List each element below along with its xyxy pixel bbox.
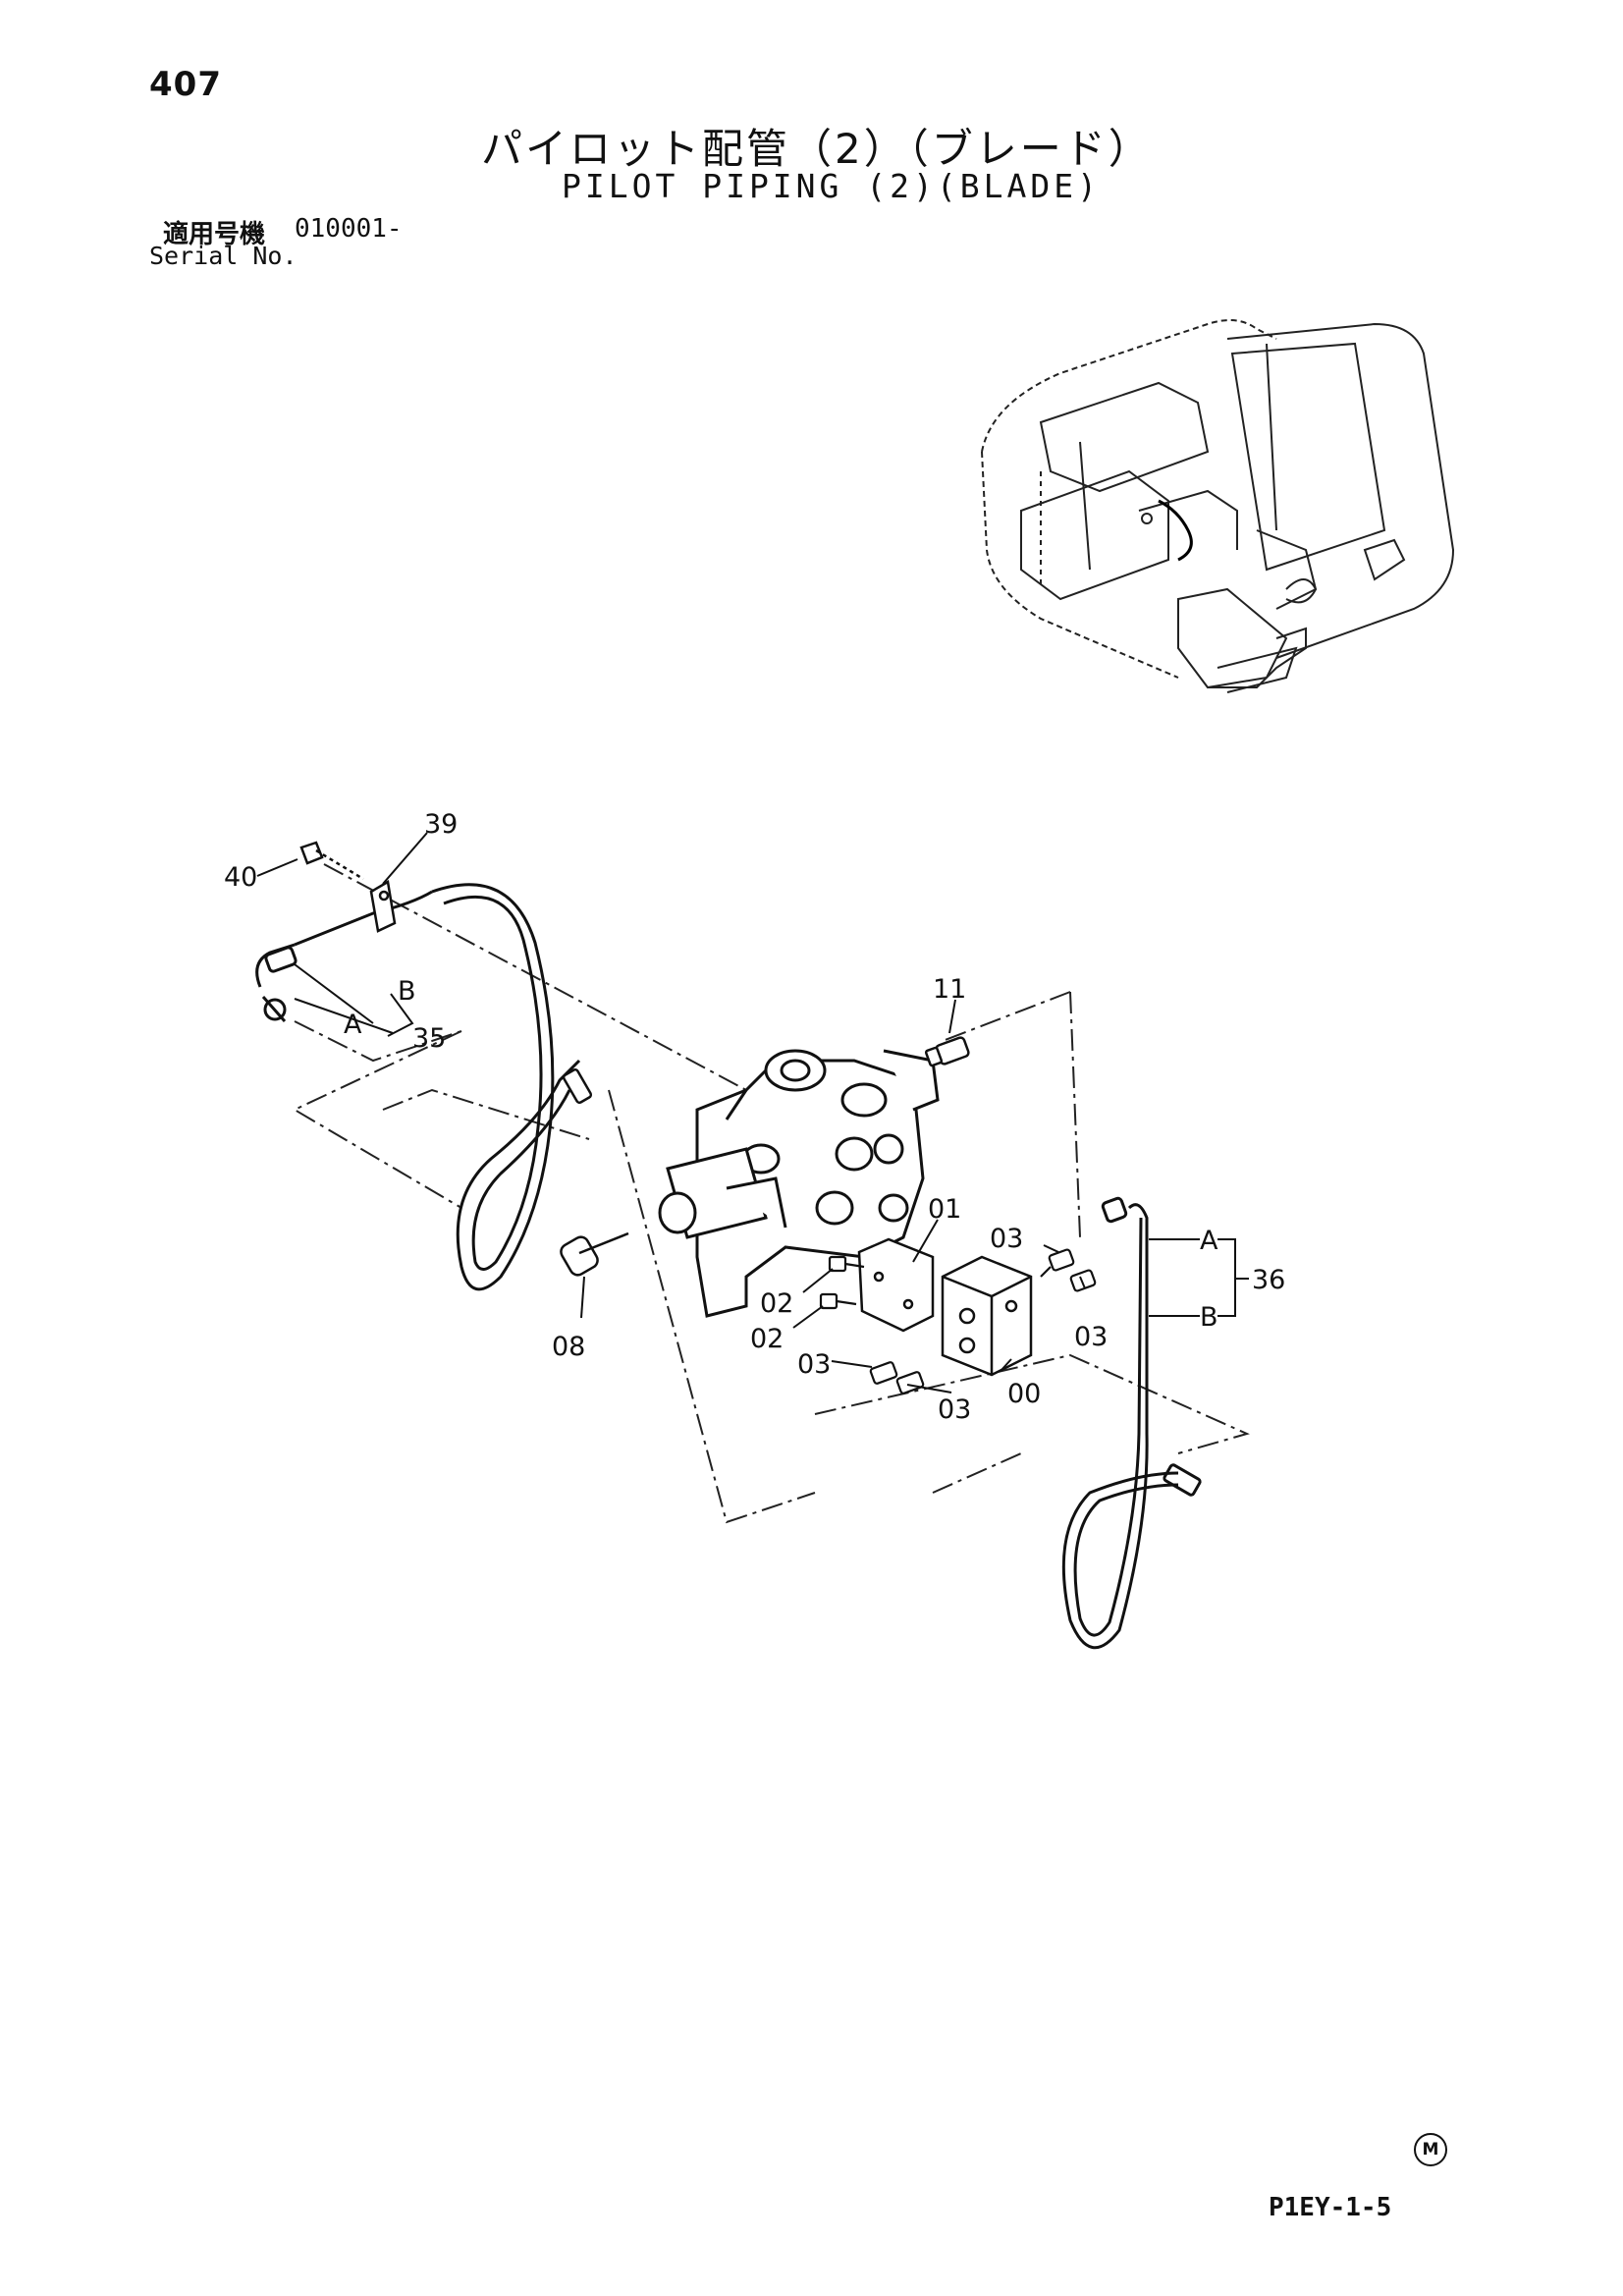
callout-labels: 39 40 B A 35 11 01 03 03 03 03 02 02 08 … <box>224 809 1285 1425</box>
callout-b-right: B <box>1200 1302 1218 1333</box>
callout-40: 40 <box>224 862 257 893</box>
callout-a-right: A <box>1200 1226 1218 1256</box>
fitting-11 <box>924 1036 970 1067</box>
serial-label-japanese: 適用号機 <box>163 220 266 249</box>
plate-01 <box>857 1237 935 1333</box>
block-00 <box>941 1255 1033 1377</box>
callout-00: 00 <box>1007 1379 1041 1409</box>
clamp-and-bolt <box>299 841 397 933</box>
callout-03-lower: 03 <box>938 1394 971 1425</box>
callout-08: 08 <box>552 1332 585 1362</box>
hose-assembly-right <box>1061 1196 1202 1650</box>
machine-overview-drawing <box>981 319 1455 693</box>
callout-03-right: 03 <box>1074 1322 1108 1352</box>
pilot-valve-body <box>658 1049 940 1318</box>
hose-assembly-left <box>255 883 581 1291</box>
serial-label-english: Serial No. <box>149 242 298 270</box>
callout-02-upper: 02 <box>760 1288 793 1319</box>
leader-lines <box>292 863 1250 1524</box>
callout-01: 01 <box>928 1194 961 1225</box>
callout-b-left: B <box>398 976 416 1007</box>
callout-35: 35 <box>412 1023 446 1054</box>
page-title-japanese: パイロット配管（2）（ブレード） <box>481 125 1153 173</box>
fitting-left-ends <box>560 1067 629 1277</box>
page-code: P1EY-1-5 <box>1269 2193 1392 2222</box>
callout-02-lower: 02 <box>750 1324 784 1354</box>
callout-11: 11 <box>933 974 966 1005</box>
callout-03-upper: 03 <box>990 1224 1023 1254</box>
callout-36: 36 <box>1252 1265 1285 1295</box>
page-title-english: PILOT PIPING (2)(BLADE) <box>562 167 1101 205</box>
model-mark-badge: M <box>1414 2133 1447 2166</box>
callout-leaders <box>256 832 1249 1394</box>
serial-number-value: 010001- <box>295 214 403 244</box>
page-number: 407 <box>149 65 222 104</box>
callout-03-lower-left: 03 <box>797 1349 831 1380</box>
callout-39: 39 <box>424 809 458 840</box>
callout-a-left: A <box>344 1010 362 1040</box>
